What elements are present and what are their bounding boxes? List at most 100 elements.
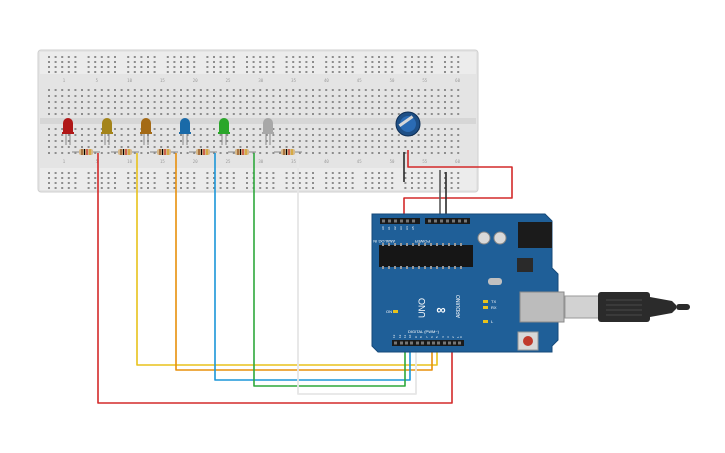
usb-plug-body <box>598 292 650 322</box>
arduino-model-text: UNO <box>417 298 427 318</box>
breadboard-hole <box>292 128 295 130</box>
white-wire-led6[interactable] <box>297 153 417 395</box>
breadboard-hole <box>127 71 130 73</box>
breadboard-hole <box>312 101 314 103</box>
led-3[interactable] <box>140 118 152 145</box>
led-6[interactable] <box>262 118 274 145</box>
breadboard-hole <box>100 107 103 109</box>
column-number: 25 <box>226 159 231 164</box>
breadboard[interactable]: 1155101015152020252530303535404045455050… <box>37 49 479 193</box>
breadboard-hole <box>292 187 295 189</box>
breadboard-hole <box>206 146 209 148</box>
breadboard-hole <box>351 61 354 63</box>
breadboard-hole <box>186 89 189 91</box>
breadboard-hole <box>246 146 248 148</box>
breadboard-hole <box>67 107 70 109</box>
breadboard-hole <box>424 89 427 91</box>
rx-label: RX <box>491 305 497 310</box>
breadboard-hole <box>107 152 110 154</box>
breadboard-hole <box>153 140 156 142</box>
breadboard-hole <box>384 89 387 91</box>
breadboard-hole <box>87 146 90 148</box>
potentiometer[interactable] <box>395 111 421 137</box>
resistor-4[interactable] <box>189 149 217 155</box>
red-wire-pot-5v[interactable] <box>403 150 513 219</box>
column-number: 25 <box>226 78 231 83</box>
breadboard-hole <box>298 187 301 189</box>
breadboard-hole <box>424 177 427 179</box>
breadboard-hole <box>100 61 103 63</box>
breadboard-hole <box>61 113 64 115</box>
led-1[interactable] <box>62 118 74 145</box>
blue-wire-led4[interactable] <box>214 153 411 381</box>
breadboard-hole <box>285 113 288 115</box>
reset-button[interactable] <box>523 336 533 346</box>
breadboard-hole <box>180 140 182 142</box>
breadboard-hole <box>54 134 57 136</box>
breadboard-hole <box>444 101 446 103</box>
yellow-wire-led2[interactable] <box>136 153 438 366</box>
breadboard-hole <box>450 113 453 115</box>
breadboard-hole <box>206 71 209 73</box>
digital-label: DIGITAL (PWM~) <box>408 329 440 334</box>
breadboard-hole <box>219 113 222 115</box>
breadboard-hole <box>318 113 321 115</box>
breadboard-hole <box>94 146 97 148</box>
breadboard-hole <box>371 177 374 179</box>
led-4[interactable] <box>179 118 191 145</box>
led-5[interactable] <box>218 118 230 145</box>
breadboard-hole <box>417 61 420 63</box>
led-2[interactable] <box>101 118 113 145</box>
breadboard-hole <box>325 66 328 68</box>
resistor-2[interactable] <box>111 149 139 155</box>
breadboard-hole <box>285 66 288 68</box>
breadboard-hole <box>127 182 130 184</box>
breadboard-hole <box>94 152 97 154</box>
breadboard-hole <box>87 187 90 189</box>
resistor-5[interactable] <box>228 149 256 155</box>
breadboard-hole <box>206 101 209 103</box>
breadboard-hole <box>94 182 97 184</box>
breadboard-hole <box>67 187 70 189</box>
breadboard-hole <box>371 134 374 136</box>
breadboard-hole <box>166 187 169 189</box>
breadboard-hole <box>318 152 321 154</box>
resistor-1[interactable] <box>72 149 100 155</box>
breadboard-hole <box>94 66 97 68</box>
breadboard-hole <box>424 152 427 154</box>
breadboard-hole <box>140 177 143 179</box>
breadboard-hole <box>61 134 64 136</box>
breadboard-hole <box>292 56 295 58</box>
resistor-6[interactable] <box>274 149 302 155</box>
green-wire-led5[interactable] <box>253 153 406 387</box>
breadboard-hole <box>140 101 143 103</box>
orange-wire-led3[interactable] <box>175 153 433 371</box>
digital-pin-label: 3 <box>446 336 450 338</box>
breadboard-hole <box>226 140 229 142</box>
breadboard-hole <box>100 56 103 58</box>
breadboard-hole <box>298 172 301 174</box>
breadboard-hole <box>298 107 301 109</box>
breadboard-hole <box>424 56 427 58</box>
breadboard-hole <box>430 56 433 58</box>
breadboard-hole <box>305 134 308 136</box>
resistor-3[interactable] <box>150 149 178 155</box>
red-wire-led1[interactable] <box>97 153 453 404</box>
breadboard-hole <box>364 95 367 97</box>
breadboard-hole <box>279 128 281 130</box>
breadboard-hole <box>87 134 90 136</box>
breadboard-hole <box>331 101 334 103</box>
arduino-uno-board[interactable]: ∞ ARDUINO UNO POWER ANALOG IN DIGITAL (P… <box>371 213 565 353</box>
breadboard-hole <box>397 113 400 115</box>
breadboard-hole <box>61 95 64 97</box>
usb-cable[interactable] <box>564 292 690 322</box>
breadboard-hole <box>378 66 380 68</box>
breadboard-hole <box>48 113 50 115</box>
breadboard-hole <box>345 152 347 154</box>
breadboard-hole <box>114 177 116 179</box>
breadboard-hole <box>173 66 176 68</box>
breadboard-hole <box>61 187 64 189</box>
breadboard-hole <box>378 71 380 73</box>
breadboard-hole <box>397 134 400 136</box>
breadboard-hole <box>351 128 354 130</box>
